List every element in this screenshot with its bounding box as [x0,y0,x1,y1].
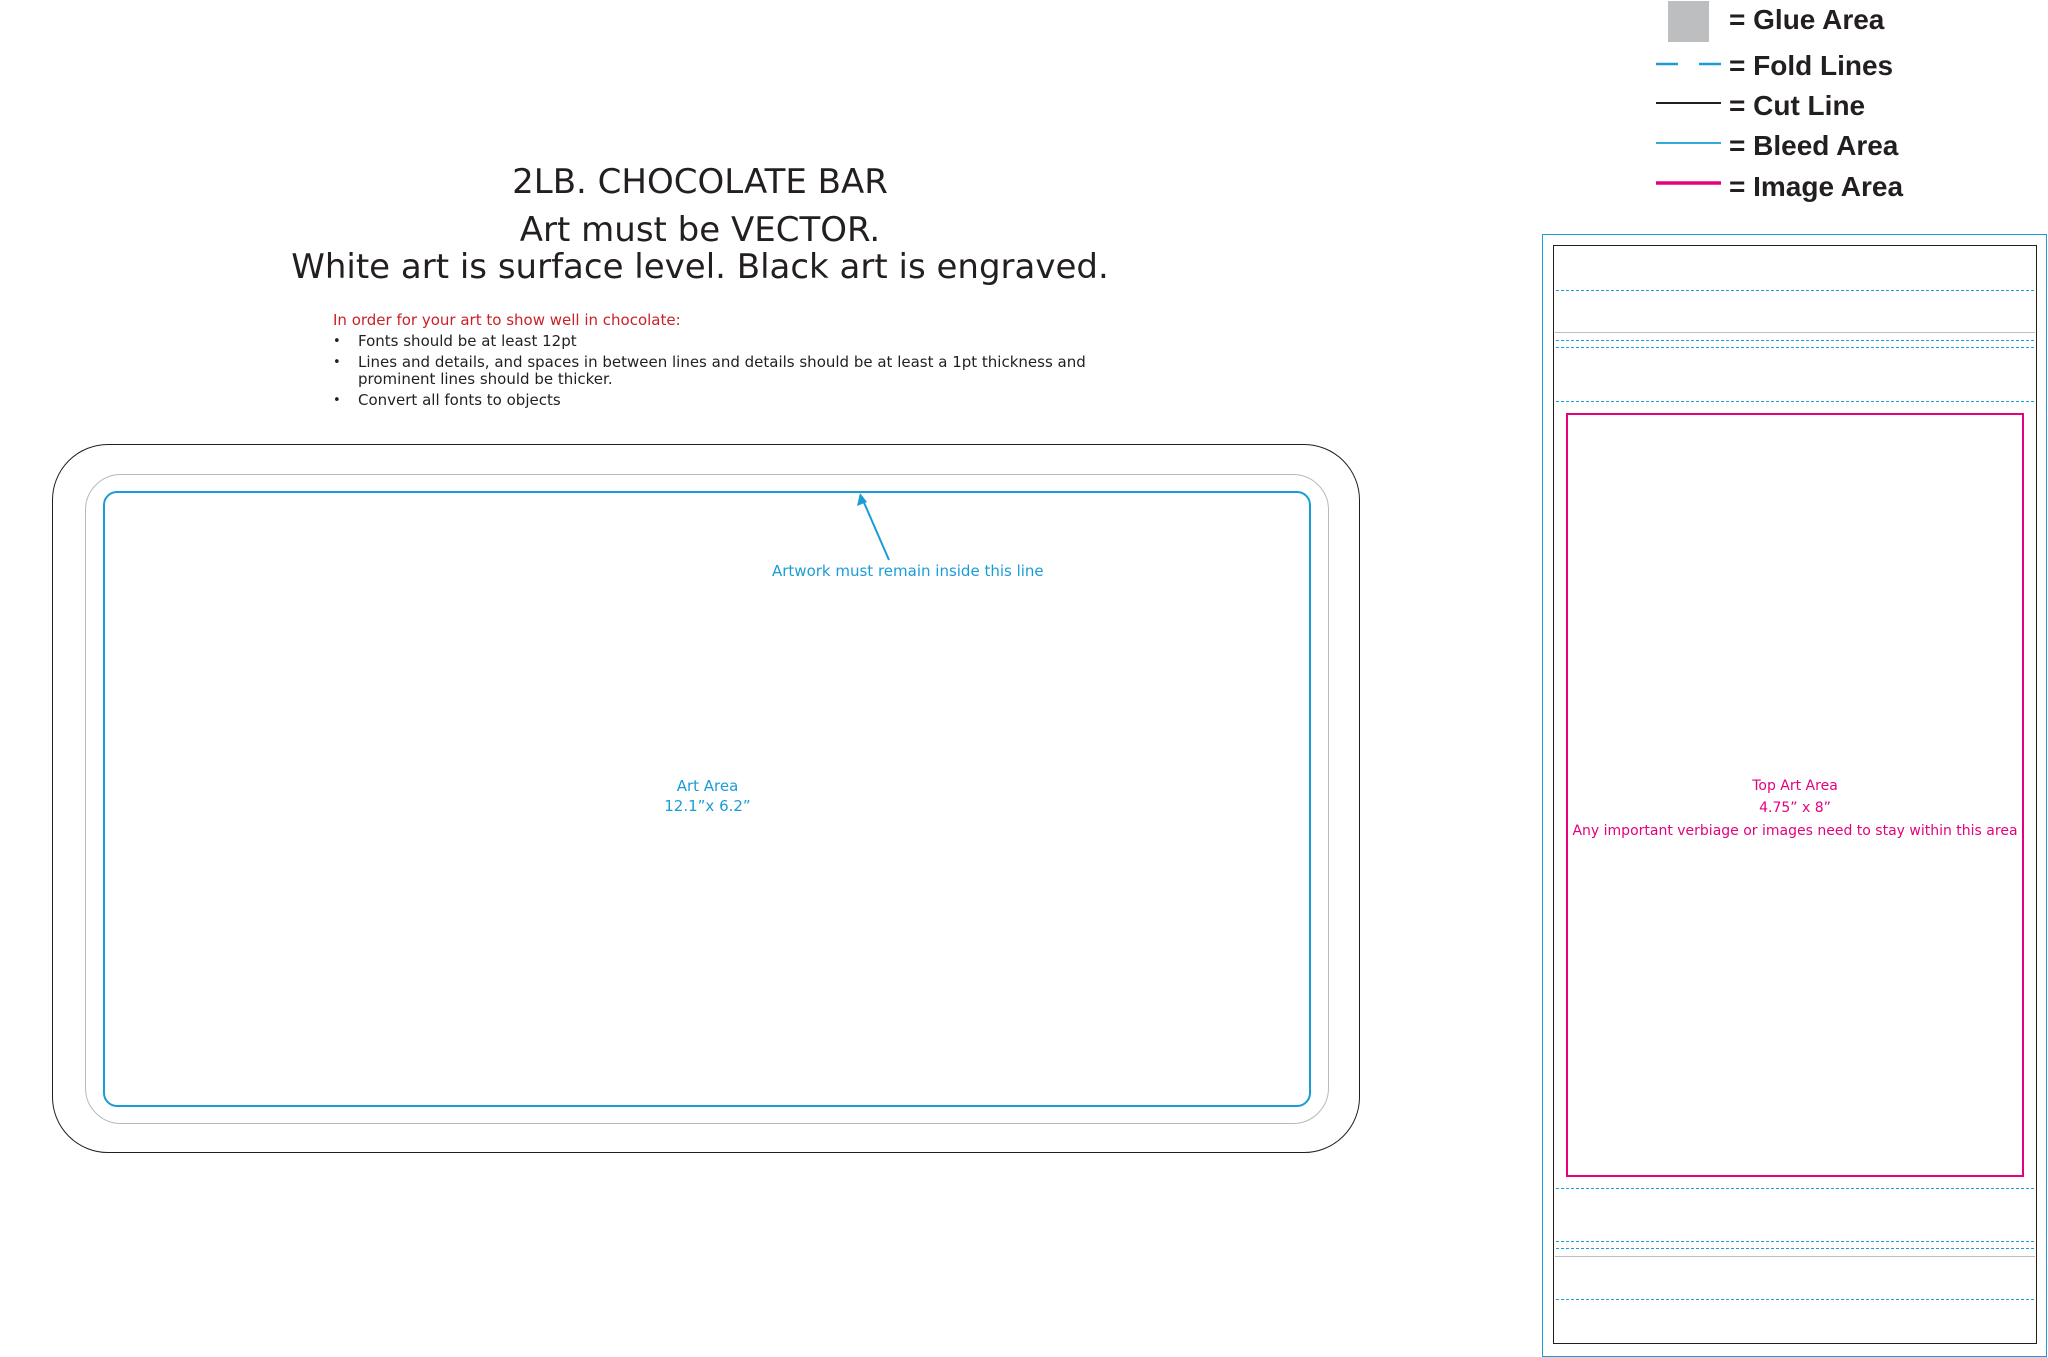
fold-line [1556,347,2034,348]
legend-image-label: = Image Area [1729,171,1904,202]
requirements-block: In order for your art to show well in ch… [333,312,1133,413]
requirements-list: Fonts should be at least 12pt Lines and … [333,333,1133,410]
legend-bleed-label: = Bleed Area [1729,130,1899,161]
legend-fold-label: = Fold Lines [1729,50,1894,81]
requirements-heading: In order for your art to show well in ch… [333,311,681,329]
bar-art-boundary [103,491,1311,1107]
fold-line [1556,1248,2034,1249]
fold-line [1556,290,2034,291]
fold-line [1556,1241,2034,1242]
art-area-label: Art Area [676,777,739,795]
glue-line [1555,332,2035,333]
template-title: 2LB. CHOCOLATE BAR [512,162,888,202]
bar-cut-line [52,444,1360,1153]
requirement-item: Lines and details, and spaces in between… [333,354,1128,388]
requirement-item: Convert all fonts to objects [333,392,1133,410]
bar-mold-edge [85,474,1329,1124]
wrapper-cut-line [1553,245,2037,1344]
fold-line [1556,1299,2034,1300]
artwork-boundary-note: Artwork must remain inside this line [772,562,1044,580]
vector-requirement: Art must be VECTOR. [519,210,881,250]
top-art-area-size: 4.75” x 8” [1759,800,1831,816]
top-art-area-label: Top Art Area [1752,778,1838,794]
art-level-note: White art is surface level. Black art is… [291,247,1109,287]
legend-glue-label: = Glue Area [1729,4,1885,35]
fold-line [1556,401,2034,402]
fold-line [1556,1188,2034,1189]
wrapper-image-area [1566,413,2024,1177]
glue-area-swatch [1668,1,1709,42]
requirement-item: Fonts should be at least 12pt [333,333,1133,351]
legend-cut-label: = Cut Line [1729,90,1866,121]
fold-line [1556,340,2034,341]
art-area-size: 12.1”x 6.2” [664,797,751,815]
glue-line [1555,1256,2035,1257]
top-art-area-note: Any important verbiage or images need to… [1572,823,2018,839]
